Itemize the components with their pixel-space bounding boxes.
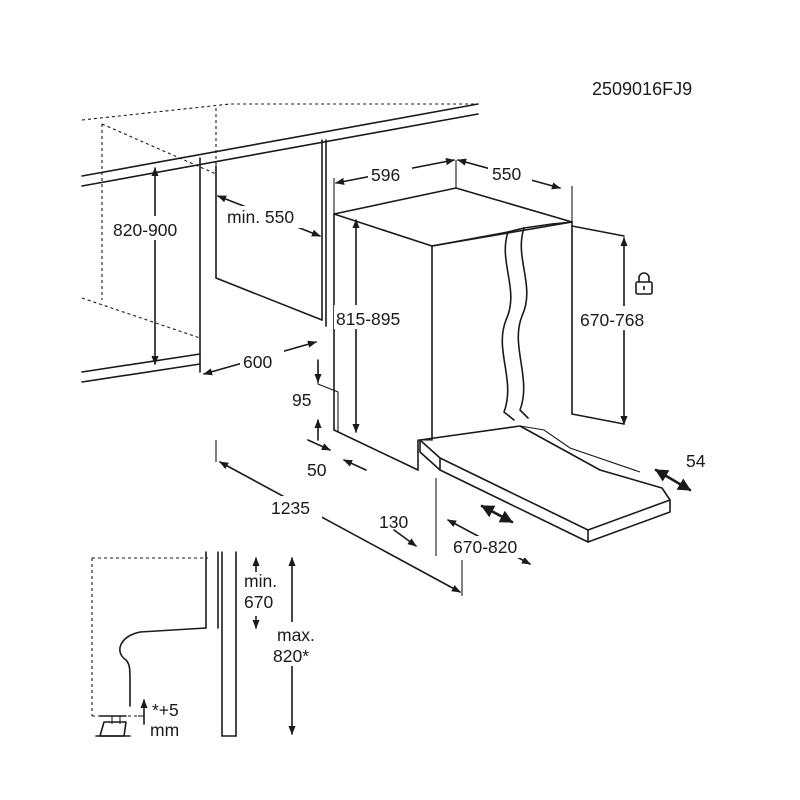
adjust-label: *+5 (152, 700, 179, 720)
detail-max-value: 820* (273, 646, 309, 666)
plinth-depth-arrow-right (343, 459, 367, 471)
label-bg (112, 216, 198, 240)
label-bg (488, 162, 532, 184)
total-length-dimension-line (219, 461, 461, 593)
min-depth-label: min. 550 (227, 207, 294, 227)
worktop (81, 103, 479, 383)
door-panel-cut (501, 221, 573, 421)
label-bg (270, 496, 322, 520)
label-bg (240, 350, 284, 372)
width-label: 596 (371, 165, 400, 185)
label-bg (240, 572, 284, 616)
lock-icon (635, 272, 653, 295)
detail-inset (91, 551, 237, 737)
label-bg (334, 305, 426, 329)
niche-height-label: 820-900 (113, 220, 177, 240)
plinth-depth-label: 50 (307, 460, 327, 480)
plinth-height-label: 95 (292, 390, 311, 410)
detail-min-value: 670 (244, 592, 273, 612)
total-length-label: 1235 (271, 498, 310, 518)
niche-walls (199, 139, 327, 373)
height-label: 815-895 (336, 309, 400, 329)
door-panel-height-label: 670-768 (580, 310, 644, 330)
depth-label: 550 (492, 164, 521, 184)
adjust-unit: mm (150, 720, 179, 740)
plinth-depth-arrow-left (307, 439, 331, 451)
label-bg (226, 206, 318, 228)
gap-arrow (393, 529, 417, 547)
gap-label: 130 (379, 512, 408, 532)
door-travel-arrow (654, 468, 692, 492)
door-slide-arrow (480, 504, 514, 524)
drawing-code: 2509016FJ9 (592, 79, 692, 99)
plinth-outline (317, 362, 339, 432)
detail-max-label: max. (277, 625, 315, 645)
door-travel-label: 54 (686, 451, 706, 471)
label-bg (368, 162, 412, 184)
label-bg (272, 622, 328, 666)
door-range-label: 670-820 (453, 537, 517, 557)
label-bg (452, 536, 540, 558)
niche-depth-label: 600 (243, 352, 272, 372)
detail-min-label: min. (244, 571, 277, 591)
label-bg (578, 306, 670, 330)
